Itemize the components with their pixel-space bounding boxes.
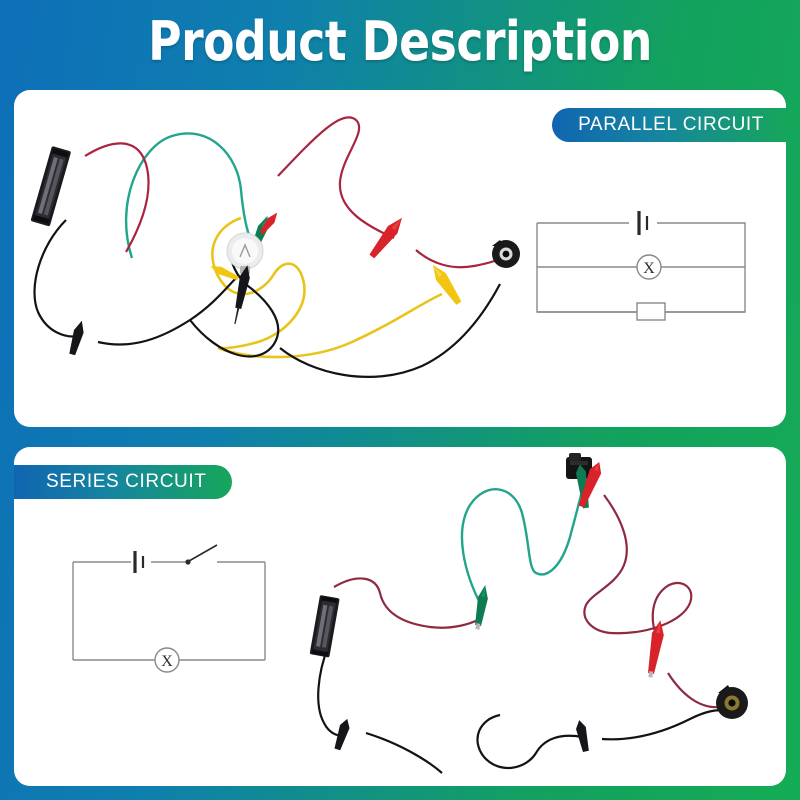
wire-red-to-buzzer: [415, 249, 505, 269]
wire-yellow: [211, 216, 306, 350]
lamp-symbol: X: [154, 647, 180, 673]
battery-holder: [30, 146, 71, 227]
lamp-symbol-glyph: X: [643, 260, 655, 277]
alligator-clip-black-left: [69, 320, 84, 356]
alligator-clip-yellow: [210, 266, 239, 281]
wire-black: [33, 219, 79, 338]
alligator-clip-black-left: [334, 718, 350, 751]
wire-dark-red-to-buzzer: [667, 672, 721, 709]
badge-series-label: SERIES CIRCUIT: [46, 471, 207, 492]
wire-black-to-buzzer: [279, 283, 501, 378]
wire-teal: [460, 488, 584, 608]
parallel-circuit-card: PARALLEL CIRCUIT: [14, 90, 786, 427]
battery-holder: [309, 595, 340, 658]
alligator-clip-red-right: [369, 217, 402, 259]
alligator-clip-yellow-right: [433, 265, 462, 305]
lamp-symbol-glyph: X: [161, 653, 173, 670]
alligator-clip-red: [648, 620, 664, 678]
wire-dark-red-left: [333, 577, 481, 629]
badge-series-circuit: SERIES CIRCUIT: [14, 465, 233, 499]
wire-black-left: [317, 646, 347, 737]
badge-parallel-circuit: PARALLEL CIRCUIT: [552, 108, 786, 142]
battery-symbol: [637, 211, 649, 235]
wire-yellow-right: [217, 292, 443, 359]
alligator-clip-green: [475, 585, 488, 630]
buzzer: [716, 685, 748, 719]
wire-red: [84, 142, 150, 253]
resistor-symbol: [636, 302, 666, 321]
wire-black-loop: [189, 247, 280, 358]
switch-symbol: [185, 544, 218, 565]
badge-parallel-label: PARALLEL CIRCUIT: [578, 114, 764, 135]
alligator-clip-black: [234, 265, 250, 325]
wire-red-right: [277, 116, 395, 240]
parallel-circuit-schematic: X: [533, 205, 768, 330]
lamp-symbol: X: [636, 254, 662, 280]
wire-black-mid: [365, 731, 443, 774]
alligator-clip-red-switch: [578, 461, 602, 508]
series-circuit-card: SERIES CIRCUIT X: [14, 447, 786, 786]
alligator-clip-black-right: [576, 720, 589, 753]
battery-symbol: [133, 551, 145, 573]
wire-dark-red-loop: [609, 581, 693, 640]
wire-teal: [124, 132, 260, 259]
page-title: Product Description: [148, 10, 652, 73]
wire-black-loop: [476, 713, 583, 770]
wire-black-right: [601, 709, 725, 741]
schematic-outline-sides: [72, 562, 266, 660]
alligator-clip-red: [259, 212, 278, 235]
buzzer: [492, 240, 520, 268]
wire-dark-red-right: [583, 494, 628, 635]
series-circuit-photo: [309, 447, 774, 777]
parallel-circuit-photo: [22, 98, 532, 418]
series-circuit-schematic: X: [69, 542, 304, 677]
wire-black-2: [97, 275, 239, 346]
light-bulb: [226, 232, 264, 274]
